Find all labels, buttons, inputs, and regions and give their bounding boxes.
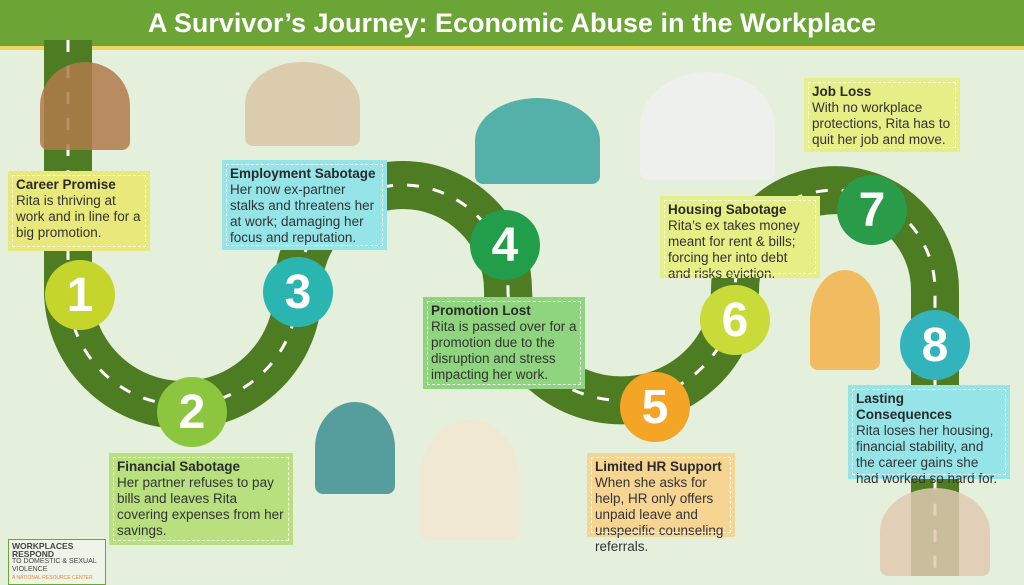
step-number-8: 8 [900, 310, 970, 380]
step-heading: Housing Sabotage [668, 202, 787, 217]
step-heading: Career Promise [16, 177, 116, 192]
step-text: Rita’s ex takes money meant for rent & b… [668, 218, 800, 281]
step-text: With no workplace protections, Rita has … [812, 100, 951, 147]
step-box-7: Job Loss With no workplace protections, … [804, 78, 960, 152]
step-box-8: Lasting Consequences Rita loses her hous… [848, 385, 1010, 486]
step-heading: Limited HR Support [595, 459, 722, 474]
step-text: Rita is passed over for a promotion due … [431, 319, 577, 382]
step-box-5: Limited HR Support When she asks for hel… [587, 453, 735, 554]
step-heading: Financial Sabotage [117, 459, 241, 474]
page-title: A Survivor’s Journey: Economic Abuse in … [147, 7, 877, 38]
logo-line-3: A NATIONAL RESOURCE CENTER [12, 575, 93, 581]
step-text: Rita loses her housing, financial stabil… [856, 423, 998, 486]
step-box-6: Housing Sabotage Rita’s ex takes money m… [660, 196, 820, 281]
illustration-meeting [475, 98, 600, 184]
step-box-2: Financial Sabotage Her partner refuses t… [109, 453, 293, 545]
step-box-4: Promotion Lost Rita is passed over for a… [423, 297, 585, 389]
step-number-1: 1 [45, 260, 115, 330]
step-number-7: 7 [837, 175, 907, 245]
step-heading: Employment Sabotage [230, 166, 376, 181]
organization-logo: WORKPLACES RESPOND TO DOMESTIC & SEXUAL … [8, 539, 106, 585]
illustration-working [40, 62, 130, 150]
step-text: Her partner refuses to pay bills and lea… [117, 475, 284, 538]
step-number-6: 6 [700, 285, 770, 355]
illustration-confrontation [245, 62, 360, 146]
step-heading: Lasting Consequences [856, 391, 953, 422]
step-text: When she asks for help, HR only offers u… [595, 475, 724, 554]
illustration-money [810, 270, 880, 370]
title-bar: A Survivor’s Journey: Economic Abuse in … [0, 0, 1024, 50]
logo-line-1: WORKPLACES RESPOND [12, 541, 74, 559]
illustration-stress [315, 402, 395, 494]
step-number-2: 2 [157, 377, 227, 447]
step-number-5: 5 [620, 372, 690, 442]
logo-line-2: TO DOMESTIC & SEXUAL VIOLENCE [12, 558, 97, 573]
step-box-3: Employment Sabotage Her now ex-partner s… [222, 160, 387, 250]
step-number-4: 4 [470, 210, 540, 280]
step-heading: Promotion Lost [431, 303, 531, 318]
step-box-1: Career Promise Rita is thriving at work … [8, 171, 150, 251]
illustration-policy [420, 420, 520, 540]
step-text: Rita is thriving at work and in line for… [16, 193, 141, 240]
step-number-3: 3 [263, 257, 333, 327]
illustration-bills [640, 72, 775, 180]
step-text: Her now ex-partner stalks and threatens … [230, 182, 375, 245]
step-heading: Job Loss [812, 84, 872, 99]
illustration-sitting [880, 488, 990, 576]
